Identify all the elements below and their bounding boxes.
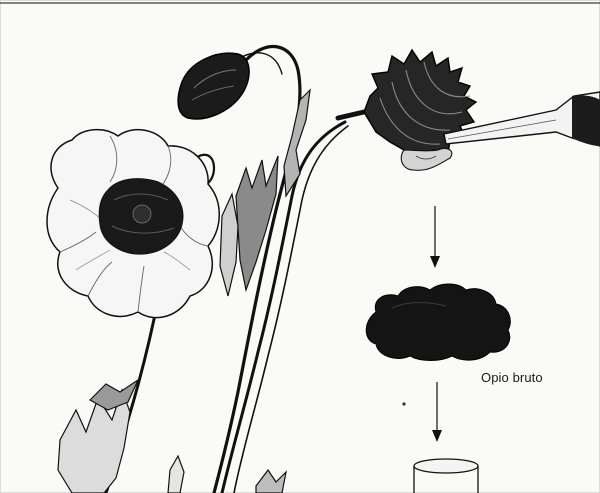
speck [402,402,405,405]
crude-opium-lump [366,284,510,361]
hanging-bud [178,53,249,119]
process-arrow-top [430,206,440,268]
seed-capsule [338,50,476,170]
crude-opium-label: Opio bruto [481,370,543,385]
glass-container [414,459,478,493]
process-arrow-bottom [432,382,442,442]
poppy-flower [47,130,219,318]
